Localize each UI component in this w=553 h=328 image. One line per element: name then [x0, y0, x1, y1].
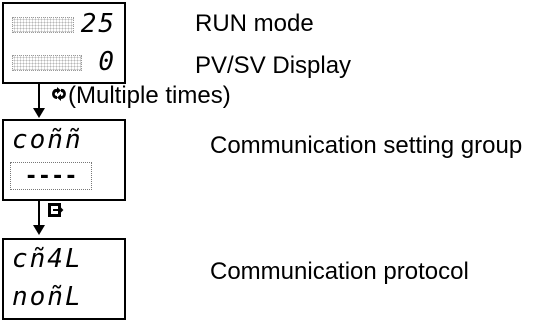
display-row-top: coññ [12, 127, 116, 153]
arrow-shaft [38, 84, 40, 110]
arrow-head [33, 108, 45, 118]
display-run-mode: 25 0 [2, 2, 126, 84]
unlit-segments [12, 55, 82, 71]
display-row-pv: 25 [12, 11, 116, 37]
label-run-mode: RUN mode [195, 10, 314, 37]
display-text-bottom: ---- [24, 163, 78, 189]
display-row-top: cñ4L [12, 246, 116, 272]
display-text-top: coññ [12, 125, 83, 155]
pv-value: 25 [80, 9, 116, 39]
repeat-note: (Multiple times) [68, 82, 231, 109]
display-communication-setting-group: coññ ---- [2, 119, 126, 201]
display-text-bottom: noñL [12, 282, 83, 312]
arrow-head [33, 225, 45, 235]
label-communication-setting-group: Communication setting group [210, 132, 523, 159]
display-communication-protocol: cñ4L noñL [2, 238, 126, 320]
unlit-segments [12, 17, 74, 33]
display-text-top: cñ4L [12, 244, 83, 274]
display-row-bottom: noñL [12, 284, 116, 310]
arrow-shaft [38, 201, 40, 227]
display-row-bottom: ---- [10, 162, 92, 190]
label-communication-protocol: Communication protocol [210, 258, 469, 285]
enter-key-icon [48, 203, 64, 217]
display-row-sv: 0 [12, 49, 116, 75]
mode-key-icon [52, 87, 66, 101]
label-pv-sv-display: PV/SV Display [195, 52, 352, 79]
sv-value: 0 [98, 47, 116, 77]
